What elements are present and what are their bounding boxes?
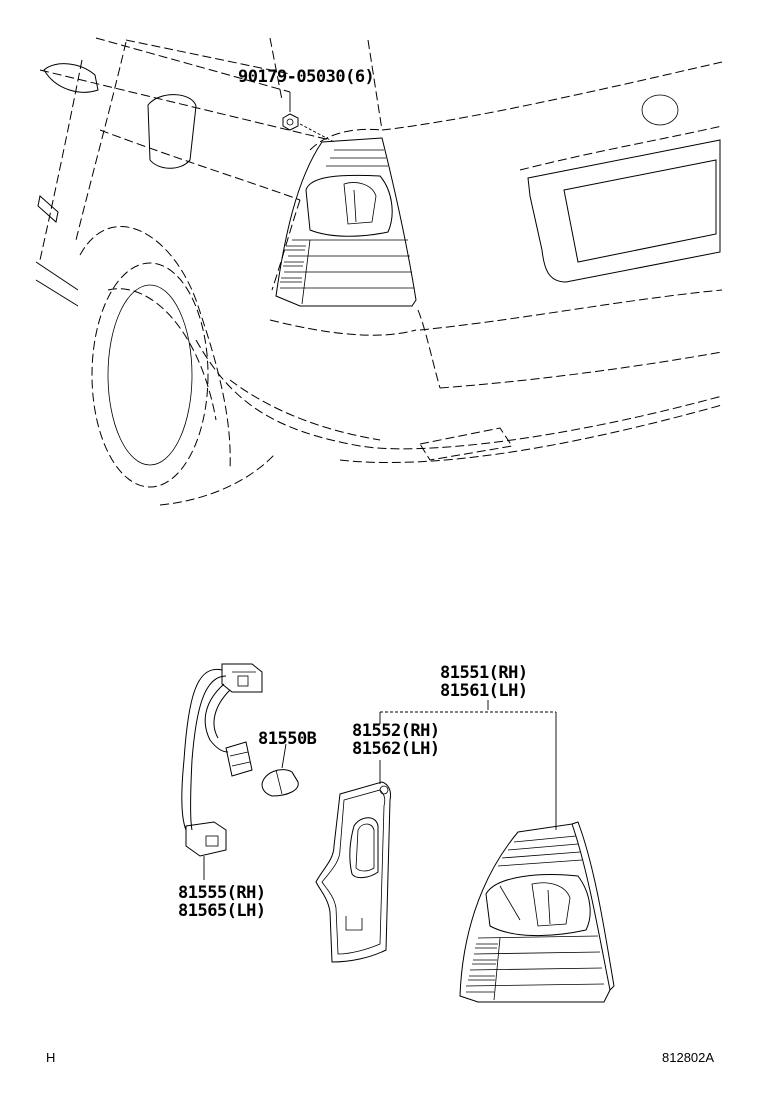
callout-nut: 90179-05030(6) bbox=[238, 67, 374, 87]
footer-left-code: H bbox=[46, 1050, 55, 1065]
callout-lamp-assy-lh: 81561(LH) bbox=[440, 681, 528, 701]
tail-lamp-on-vehicle bbox=[275, 137, 417, 307]
callout-gasket-rh: 81552(RH) bbox=[352, 721, 440, 741]
gasket-panel bbox=[315, 760, 391, 963]
callout-bulb: 81550B bbox=[258, 729, 317, 749]
tail-lamp-assembly bbox=[459, 821, 615, 1003]
assembly-leader-lines bbox=[379, 700, 557, 830]
bulb-81550b bbox=[261, 743, 299, 797]
socket-wire-assembly bbox=[181, 663, 263, 880]
callout-gasket-lh: 81562(LH) bbox=[352, 739, 440, 759]
vehicle-rear-outline bbox=[35, 37, 723, 506]
callout-socket-lh: 81565(LH) bbox=[178, 901, 266, 921]
footer-diagram-code: 812802A bbox=[662, 1050, 714, 1065]
callout-socket-rh: 81555(RH) bbox=[178, 883, 266, 903]
nut-90179-05030 bbox=[282, 92, 335, 143]
callout-lamp-assy-rh: 81551(RH) bbox=[440, 663, 528, 683]
